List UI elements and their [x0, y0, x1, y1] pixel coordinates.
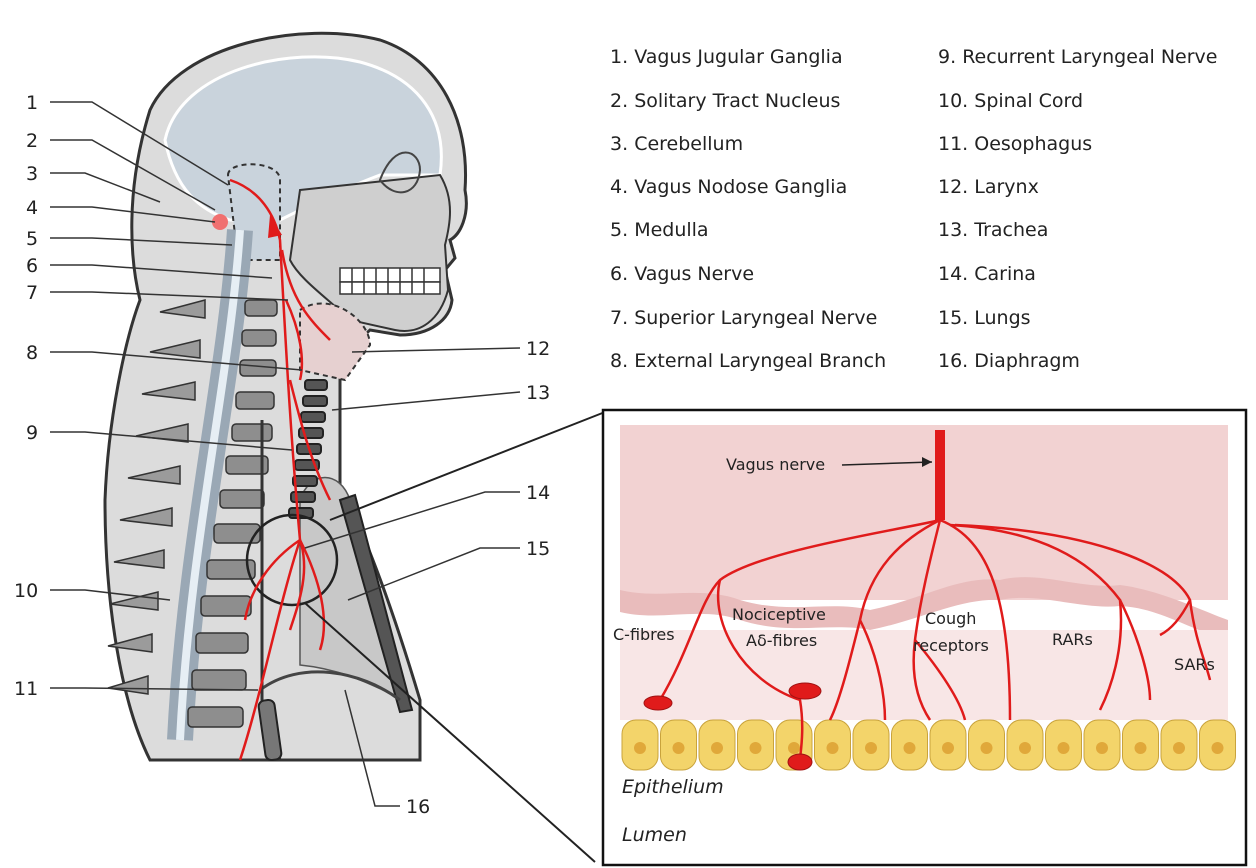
callout-6: 6 [26, 255, 38, 277]
legend-item-7: 7. Superior Laryngeal Nerve [610, 307, 877, 329]
cell-nucleus [904, 742, 916, 754]
callout-11: 11 [14, 678, 38, 700]
inset-panel: Vagus nerve C-fibres Nociceptive Aδ-fibr… [603, 410, 1246, 865]
nociceptive-label-line1: Nociceptive [732, 605, 826, 624]
legend: 1. Vagus Jugular Ganglia 2. Solitary Tra… [610, 46, 1218, 372]
cell-nucleus [865, 742, 877, 754]
legend-item-2: 2. Solitary Tract Nucleus [610, 90, 840, 112]
cell-nucleus [788, 742, 800, 754]
cell-nucleus [1173, 742, 1185, 754]
nociceptive-label-line2: Aδ-fibres [746, 631, 817, 650]
epithelium-label: Epithelium [622, 776, 724, 798]
callout-13: 13 [526, 382, 550, 404]
legend-item-9: 9. Recurrent Laryngeal Nerve [938, 46, 1218, 68]
cell-nucleus [750, 742, 762, 754]
cell-nucleus [942, 742, 954, 754]
legend-item-15: 15. Lungs [938, 307, 1031, 329]
legend-item-5: 5. Medulla [610, 219, 709, 241]
callout-2: 2 [26, 130, 38, 152]
legend-item-12: 12. Larynx [938, 176, 1039, 198]
cell-nucleus [827, 742, 839, 754]
callout-1: 1 [26, 92, 38, 114]
legend-item-1: 1. Vagus Jugular Ganglia [610, 46, 843, 68]
legend-item-6: 6. Vagus Nerve [610, 263, 754, 285]
callout-14: 14 [526, 482, 550, 504]
legend-item-14: 14. Carina [938, 263, 1036, 285]
legend-item-10: 10. Spinal Cord [938, 90, 1083, 112]
cell-nucleus [981, 742, 993, 754]
cough-receptors-line1: Cough [925, 609, 976, 628]
callout-4: 4 [26, 197, 38, 219]
cell-nucleus [1135, 742, 1147, 754]
lumen-label: Lumen [622, 824, 687, 846]
legend-item-8: 8. External Laryngeal Branch [610, 350, 886, 372]
cell-nucleus [1058, 742, 1070, 754]
callout-12: 12 [526, 338, 550, 360]
legend-item-16: 16. Diaphragm [938, 350, 1080, 372]
callout-8: 8 [26, 342, 38, 364]
legend-item-11: 11. Oesophagus [938, 133, 1092, 155]
cell-nucleus [1212, 742, 1224, 754]
legend-item-3: 3. Cerebellum [610, 133, 743, 155]
cough-receptors-line2: receptors [913, 636, 989, 655]
callout-5: 5 [26, 228, 38, 250]
cell-nucleus [673, 742, 685, 754]
c-fibres-label: C-fibres [613, 625, 675, 644]
vagus-nerve-label: Vagus nerve [726, 455, 825, 474]
callout-7: 7 [26, 282, 38, 304]
rars-label: RARs [1052, 630, 1093, 649]
callout-10: 10 [14, 580, 38, 602]
callout-9: 9 [26, 422, 38, 444]
callout-3: 3 [26, 163, 38, 185]
callout-16: 16 [406, 796, 430, 818]
cell-nucleus [1096, 742, 1108, 754]
legend-item-13: 13. Trachea [938, 219, 1048, 241]
sars-label: SARs [1174, 655, 1215, 674]
teeth [340, 268, 440, 294]
zoom-line-top [330, 412, 605, 520]
callout-15: 15 [526, 538, 550, 560]
submucosa-region [620, 425, 1228, 600]
cell-nucleus [634, 742, 646, 754]
cell-nucleus [711, 742, 723, 754]
legend-item-4: 4. Vagus Nodose Ganglia [610, 176, 847, 198]
cell-nucleus [1019, 742, 1031, 754]
